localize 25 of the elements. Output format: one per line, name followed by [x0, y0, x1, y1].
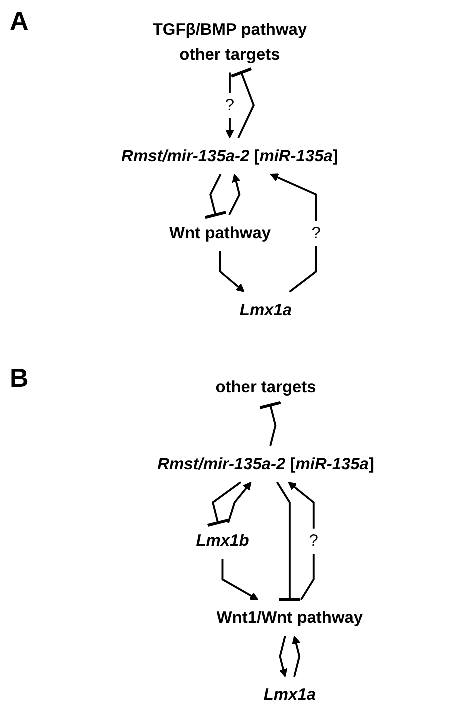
arrow	[219, 251, 245, 292]
node-text: Lmx1b	[196, 532, 250, 550]
node-text: Wnt pathway	[170, 224, 272, 242]
node-text: Lmx1a	[240, 300, 292, 320]
connector	[204, 174, 228, 220]
edge-label: ?	[309, 532, 318, 550]
arrow	[292, 636, 301, 678]
node-text: Rmst/mir-135a-2 [miR-135a]	[158, 454, 374, 474]
edge-label: ?	[312, 224, 321, 242]
arrow	[228, 174, 241, 216]
arrow	[279, 636, 288, 678]
node-text: Wnt1/Wnt pathway	[216, 608, 364, 628]
connector	[230, 68, 255, 139]
edge-label: ?	[225, 96, 235, 114]
panel-label: A	[10, 8, 29, 34]
connector	[276, 482, 302, 602]
arrow	[222, 559, 259, 600]
node-text: TGFβ/BMP pathway other targets	[152, 20, 308, 64]
panel-label: B	[10, 365, 29, 392]
node-text: other targets	[216, 378, 316, 396]
connector	[258, 401, 282, 446]
arrow	[228, 482, 252, 524]
node-text: Lmx1a	[264, 686, 316, 704]
node-text: Rmst/mir-135a-2 [miR-135a]	[122, 146, 338, 166]
connector	[206, 482, 242, 528]
